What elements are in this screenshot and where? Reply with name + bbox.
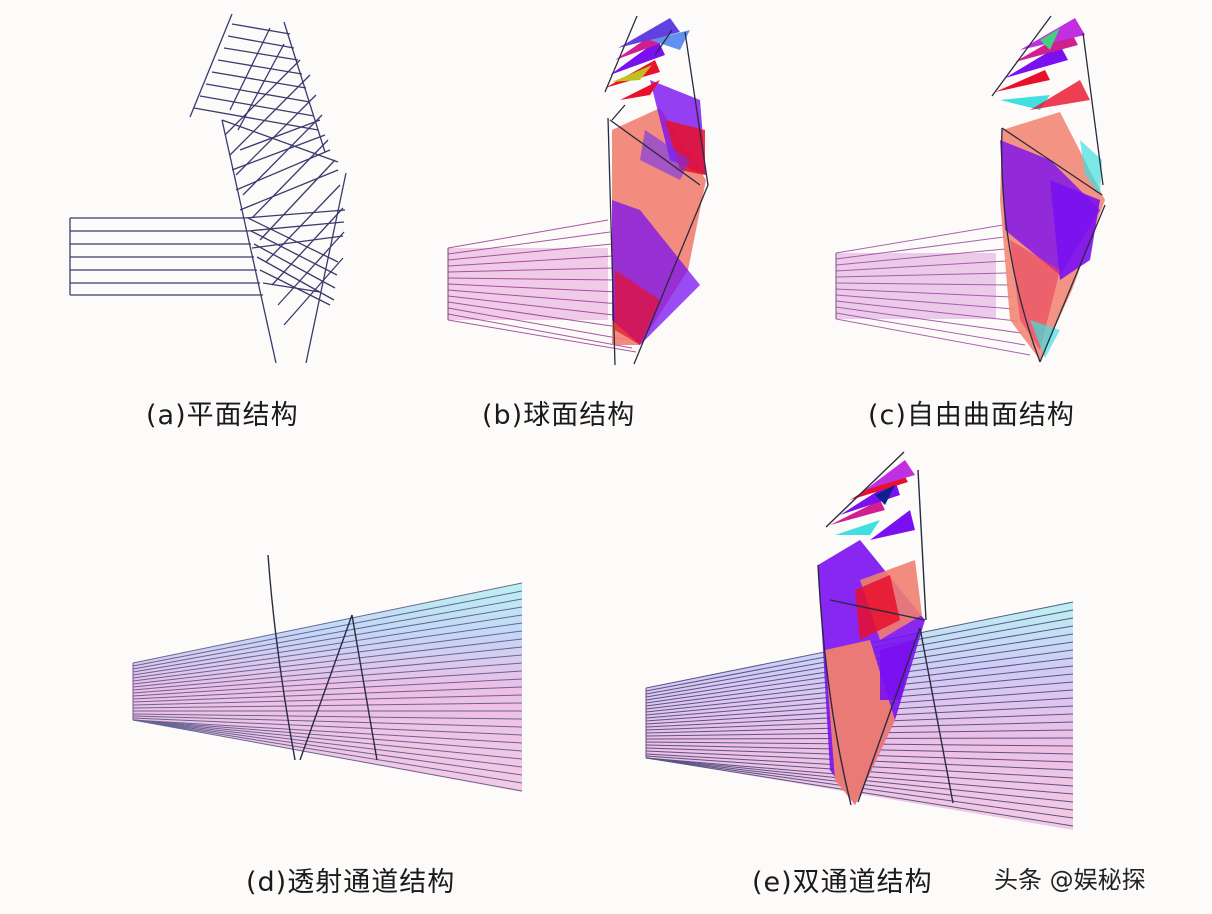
caption-b: (b)球面结构 xyxy=(482,400,636,431)
caption-a: (a)平面结构 xyxy=(146,400,299,431)
panel-e-dual-channel-diagram xyxy=(645,451,1074,830)
output-fan xyxy=(605,18,690,100)
panel-c-freeform-diagram xyxy=(835,15,1106,363)
output-fan xyxy=(995,18,1090,110)
caption-e: (e)双通道结构 xyxy=(752,867,933,898)
caption-d: (d)透射通道结构 xyxy=(246,867,456,898)
output-fan xyxy=(830,460,915,540)
panel-d-transmission-diagram xyxy=(132,554,523,792)
input-rays xyxy=(69,217,263,296)
panel-b-spherical-diagram xyxy=(447,15,709,366)
watermark: 头条 @娱秘探 xyxy=(994,866,1146,894)
caption-c: (c)自由曲面结构 xyxy=(868,400,1075,431)
reflected-rays xyxy=(193,23,346,326)
panel-a-planar-diagram xyxy=(69,13,347,364)
